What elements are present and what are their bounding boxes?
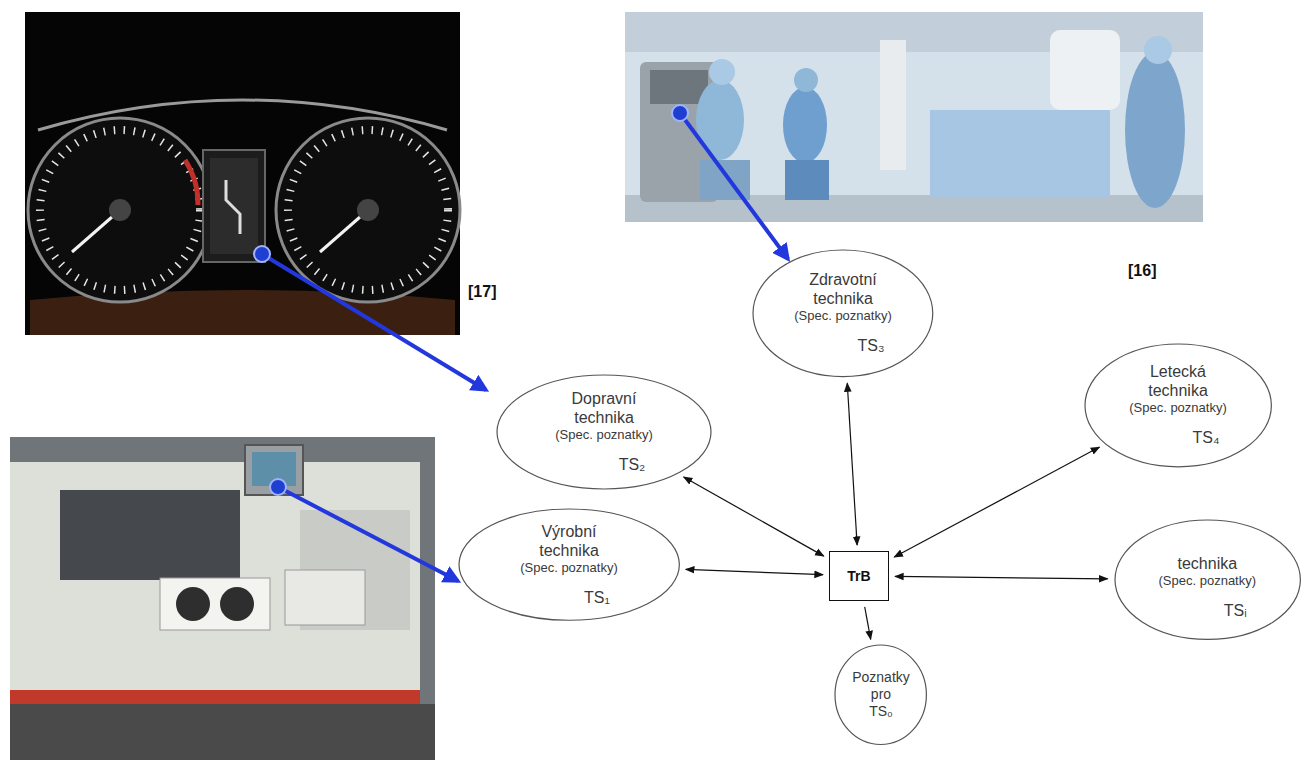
domain-note: (Spec. poznatky): [520, 560, 618, 576]
surgery-photo: [625, 12, 1203, 222]
domain-note: (Spec. poznatky): [1159, 573, 1257, 589]
dashboard-photo: [25, 12, 460, 335]
domain-index: TS₃: [858, 336, 885, 356]
output-text: Poznatky pro TS₀: [849, 669, 913, 720]
node-content: technika(Spec. poznatky) TSᵢ: [1151, 538, 1263, 621]
node-content: Dopravní technika(Spec. poznatky) TS₂: [548, 389, 660, 475]
node-content: Letecká technika(Spec. poznatky) TS₄: [1122, 362, 1234, 448]
relation-arrow: [847, 383, 857, 545]
relation-arrow: [895, 576, 1108, 578]
node-content: Výrobní technika(Spec. poznatky) TS₁: [513, 522, 625, 608]
domain-index: TS₁: [584, 588, 610, 608]
domain-note: (Spec. poznatky): [1129, 400, 1227, 416]
domain-name: Letecká technika: [1122, 362, 1234, 400]
relation-arrow: [865, 607, 871, 639]
domain-ellipse: Výrobní technika(Spec. poznatky) TS₁: [458, 508, 680, 621]
lathe-photo: [10, 437, 435, 760]
domain-index: TS₄: [1192, 428, 1219, 448]
node-content: TrB: [847, 568, 870, 584]
domain-name: Výrobní technika: [513, 522, 625, 560]
domain-note: (Spec. poznatky): [794, 308, 892, 324]
domain-name: technika: [1178, 554, 1238, 573]
output-circle: Poznatky pro TS₀: [834, 644, 927, 746]
reference-number: [16]: [1128, 262, 1156, 280]
domain-name: Dopravní technika: [548, 389, 660, 427]
node-content: Poznatky pro TS₀: [849, 669, 913, 720]
relation-arrow: [894, 447, 1099, 557]
domain-index: TSᵢ: [1224, 601, 1247, 621]
node-content: Zdravotní technika(Spec. poznatky) TS₃: [787, 270, 899, 356]
reference-number: [17]: [468, 283, 496, 301]
domain-ellipse: Letecká technika(Spec. poznatky) TS₄: [1084, 343, 1272, 468]
relation-arrow: [686, 569, 823, 574]
domain-ellipse: Dopravní technika(Spec. poznatky) TS₂: [496, 374, 712, 490]
core-box: TrB: [829, 551, 889, 601]
core-name: TrB: [847, 568, 870, 584]
domain-ellipse: Zdravotní technika(Spec. poznatky) TS₃: [752, 249, 934, 378]
domain-index: TS₂: [619, 455, 646, 475]
domain-name: Zdravotní technika: [787, 270, 899, 308]
leader-arrows: [254, 105, 788, 581]
domain-note: (Spec. poznatky): [555, 427, 653, 443]
domain-ellipse: technika(Spec. poznatky) TSᵢ: [1114, 519, 1301, 640]
relation-arrow: [684, 477, 824, 556]
